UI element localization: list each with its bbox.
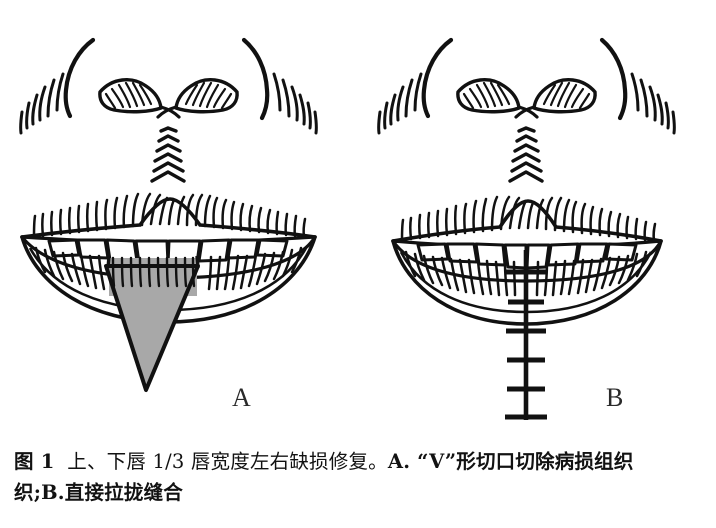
illustration-area: A B <box>19 37 676 420</box>
upper-lip-hatching <box>32 192 307 238</box>
caption-spacer <box>54 450 67 473</box>
panel-label-a: A <box>232 383 251 412</box>
caption-line-1: 图 1 上、下唇 1/3 唇宽度左右缺损修复。A. “V”形切口切除病损组织 <box>14 446 706 477</box>
panel-a-mouth-group <box>20 192 317 392</box>
right-nostril-tail <box>514 105 536 119</box>
panel-a-nose-group <box>19 37 318 183</box>
lower-lip-hatching-over-excision <box>111 256 196 288</box>
tooth <box>47 238 81 258</box>
philtrum-chevrons <box>150 126 186 183</box>
lower-lip-hatching <box>404 250 648 297</box>
caption-sub-a: A. “V”形切口切除病损组织 <box>387 450 634 473</box>
figure-caption: 图 1 上、下唇 1/3 唇宽度左右缺损修复。A. “V”形切口切除病损组织 织… <box>0 446 716 528</box>
caption-sub-b: 织;B.直接拉拢缝合 <box>14 481 183 504</box>
upper-lip-outline <box>20 197 317 239</box>
philtrum-chevrons <box>508 126 544 183</box>
lower-lip-hatching-left <box>34 246 106 291</box>
right-nostril-hatching <box>184 81 233 110</box>
panel-b-mouth-group <box>391 195 663 420</box>
v-excision-triangle <box>104 264 200 392</box>
v-excision-left-edge <box>106 255 111 269</box>
panel-a-illustration <box>19 37 318 392</box>
tooth <box>546 242 580 267</box>
right-ala-curve <box>599 37 628 121</box>
right-cheek-hatching <box>630 72 676 135</box>
tooth <box>474 242 507 267</box>
lower-lip-hatching-right <box>207 246 303 291</box>
panel-label-b: B <box>606 383 624 412</box>
upper-lip-hatching <box>400 195 657 242</box>
tooth <box>76 238 110 260</box>
suture-cross-marks <box>505 269 547 420</box>
right-ala-curve <box>241 37 270 121</box>
right-cheek-hatching <box>272 72 318 135</box>
left-cheek-hatching <box>377 72 423 135</box>
left-nostril-hatching <box>104 81 153 110</box>
right-nostril-tail <box>156 105 178 119</box>
panel-b-nose-group <box>377 37 676 183</box>
left-cheek-hatching <box>19 72 65 135</box>
suture-line-group <box>505 250 547 420</box>
left-nostril-hatching <box>462 81 511 110</box>
left-nostril-tail <box>159 105 181 119</box>
tooth <box>503 243 528 270</box>
left-ala-curve <box>63 37 96 119</box>
tooth <box>197 238 231 263</box>
figure-number: 图 1 <box>14 450 55 473</box>
left-ala-curve <box>421 37 454 119</box>
tooth <box>416 242 450 262</box>
upper-lip-outline <box>391 199 663 243</box>
caption-line-2: 织;B.直接拉拢缝合 <box>14 477 706 508</box>
tooth <box>226 238 260 260</box>
v-excision-right-edge <box>195 255 200 269</box>
panel-b-illustration <box>377 37 676 420</box>
left-nostril-tail <box>517 105 539 119</box>
tooth <box>575 242 609 264</box>
caption-title: 上、下唇 1/3 唇宽度左右缺损修复。 <box>67 450 388 473</box>
right-nostril-hatching <box>542 81 591 110</box>
